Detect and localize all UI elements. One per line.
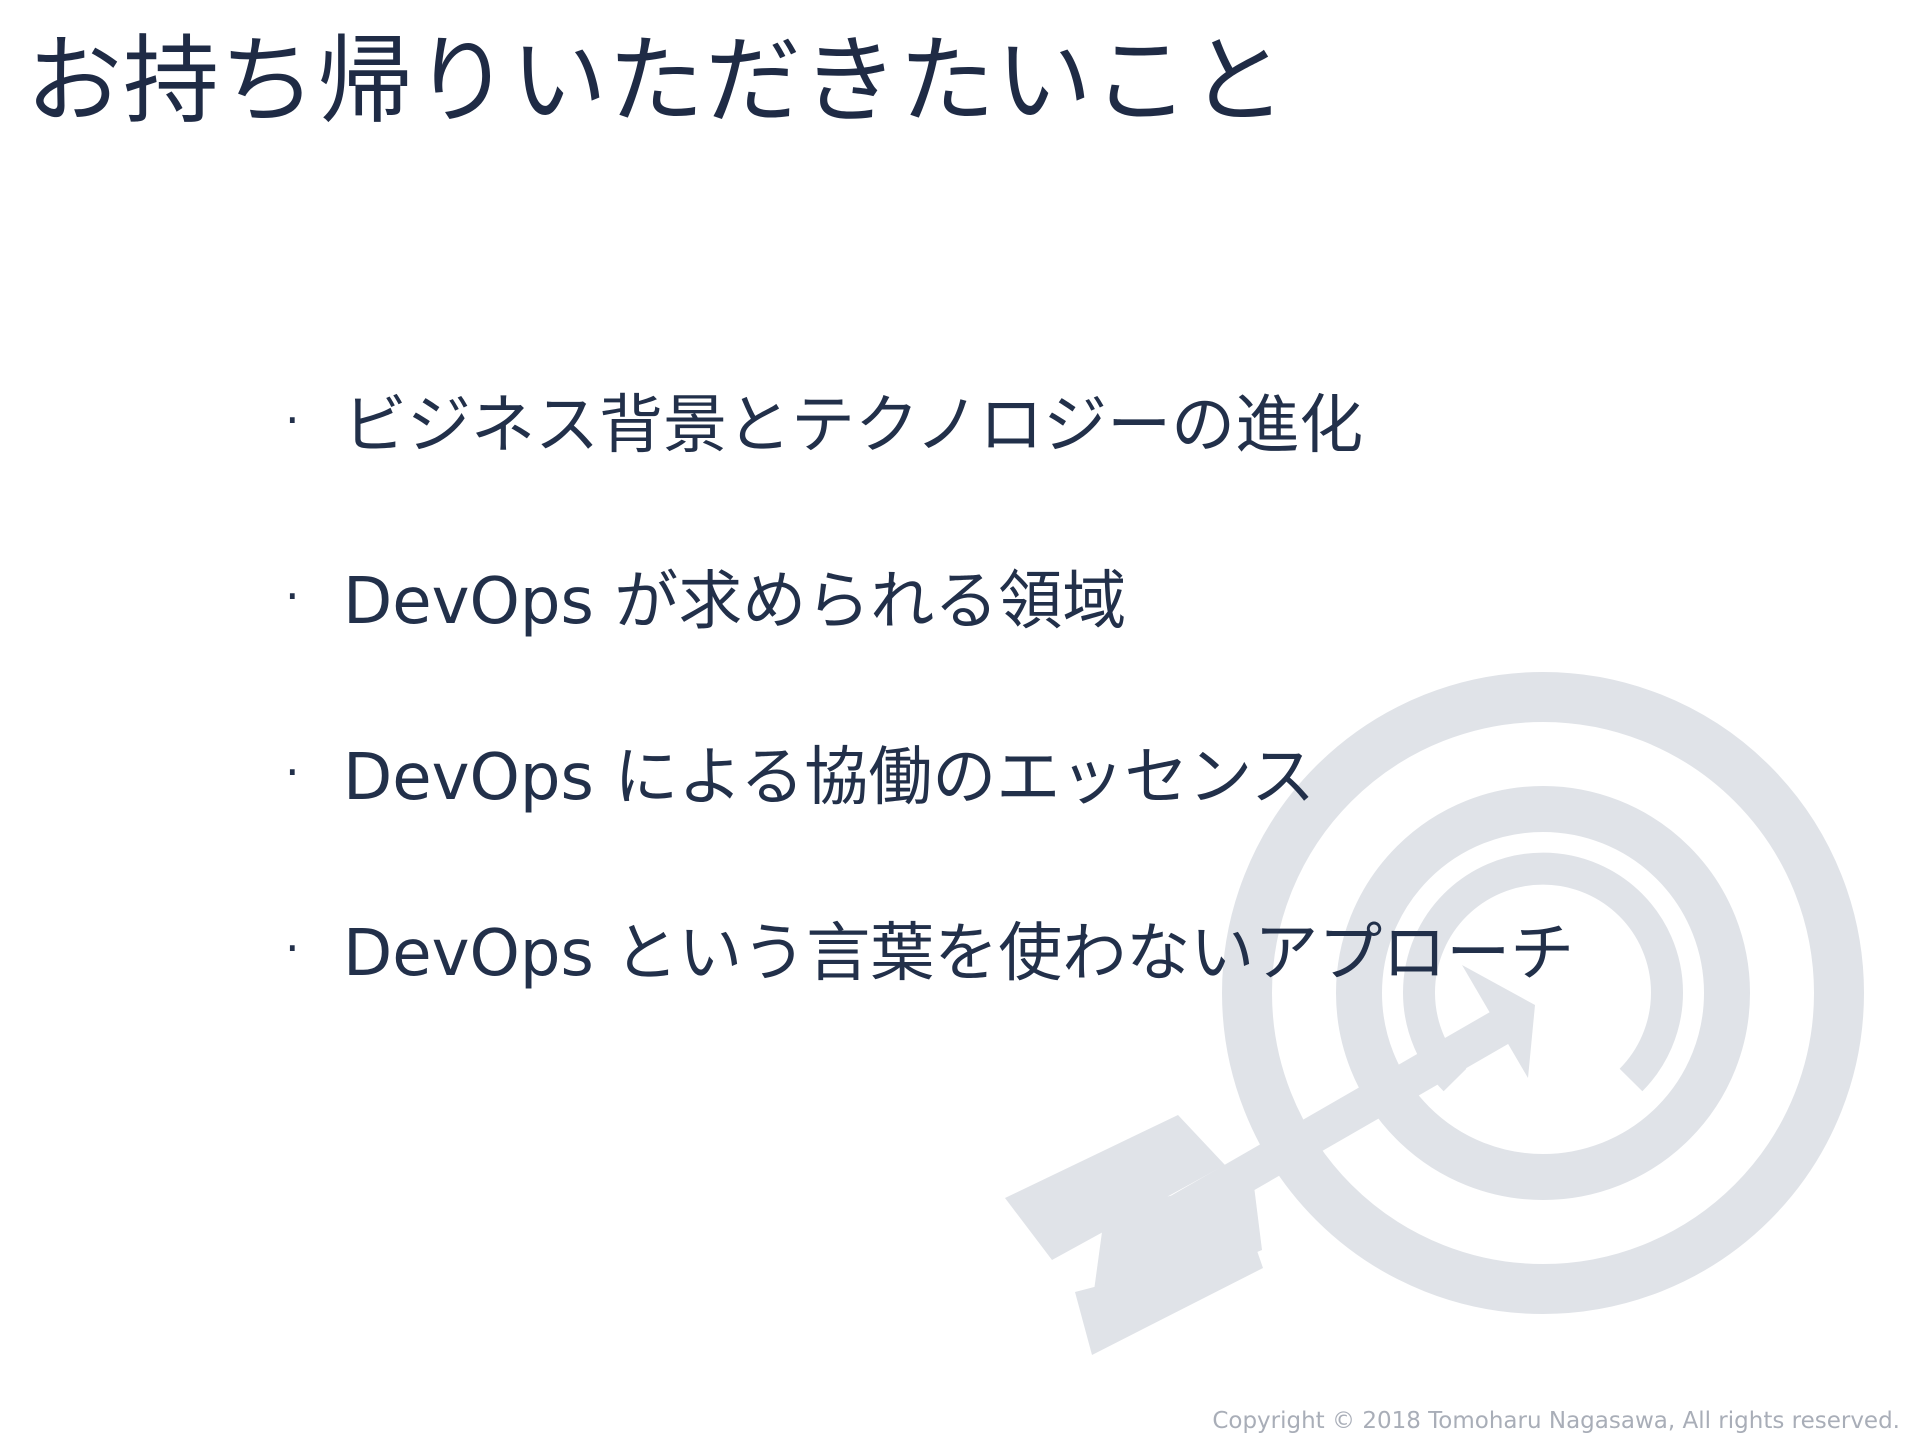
arrow-fletching-tail	[1075, 1245, 1263, 1355]
copyright-notice: Copyright © 2018 Tomoharu Nagasawa, All …	[1212, 1408, 1900, 1434]
bullet-text: ビジネス背景とテクノロジーの進化	[343, 389, 1364, 463]
bullet-text: DevOps による協働のエッセンス	[343, 741, 1316, 815]
arrow-shaft	[1167, 1008, 1515, 1230]
bullet-dot: ·	[285, 569, 300, 623]
bullet-dot: ·	[285, 393, 300, 447]
target-outer-ring	[1222, 672, 1864, 1314]
list-item: · DevOps による協働のエッセンス	[285, 727, 1574, 817]
list-item: · DevOps という言葉を使わないアプローチ	[285, 903, 1574, 993]
target-inner-ring	[1403, 852, 1683, 1092]
bullet-dot: ·	[285, 921, 300, 975]
bullet-text: DevOps が求められる領域	[343, 565, 1127, 639]
arrow-fletching-upper	[1005, 1115, 1225, 1260]
bullet-text: DevOps という言葉を使わないアプローチ	[343, 917, 1575, 991]
list-item: · DevOps が求められる領域	[285, 551, 1574, 641]
bullet-list: · ビジネス背景とテクノロジーの進化 · DevOps が求められる領域 · D…	[285, 375, 1574, 1079]
list-item: · ビジネス背景とテクノロジーの進化	[285, 375, 1574, 465]
target-middle-ring	[1336, 786, 1750, 1200]
slide-title: お持ち帰りいただきたいこと	[26, 25, 1287, 137]
bullet-dot: ·	[285, 745, 300, 799]
